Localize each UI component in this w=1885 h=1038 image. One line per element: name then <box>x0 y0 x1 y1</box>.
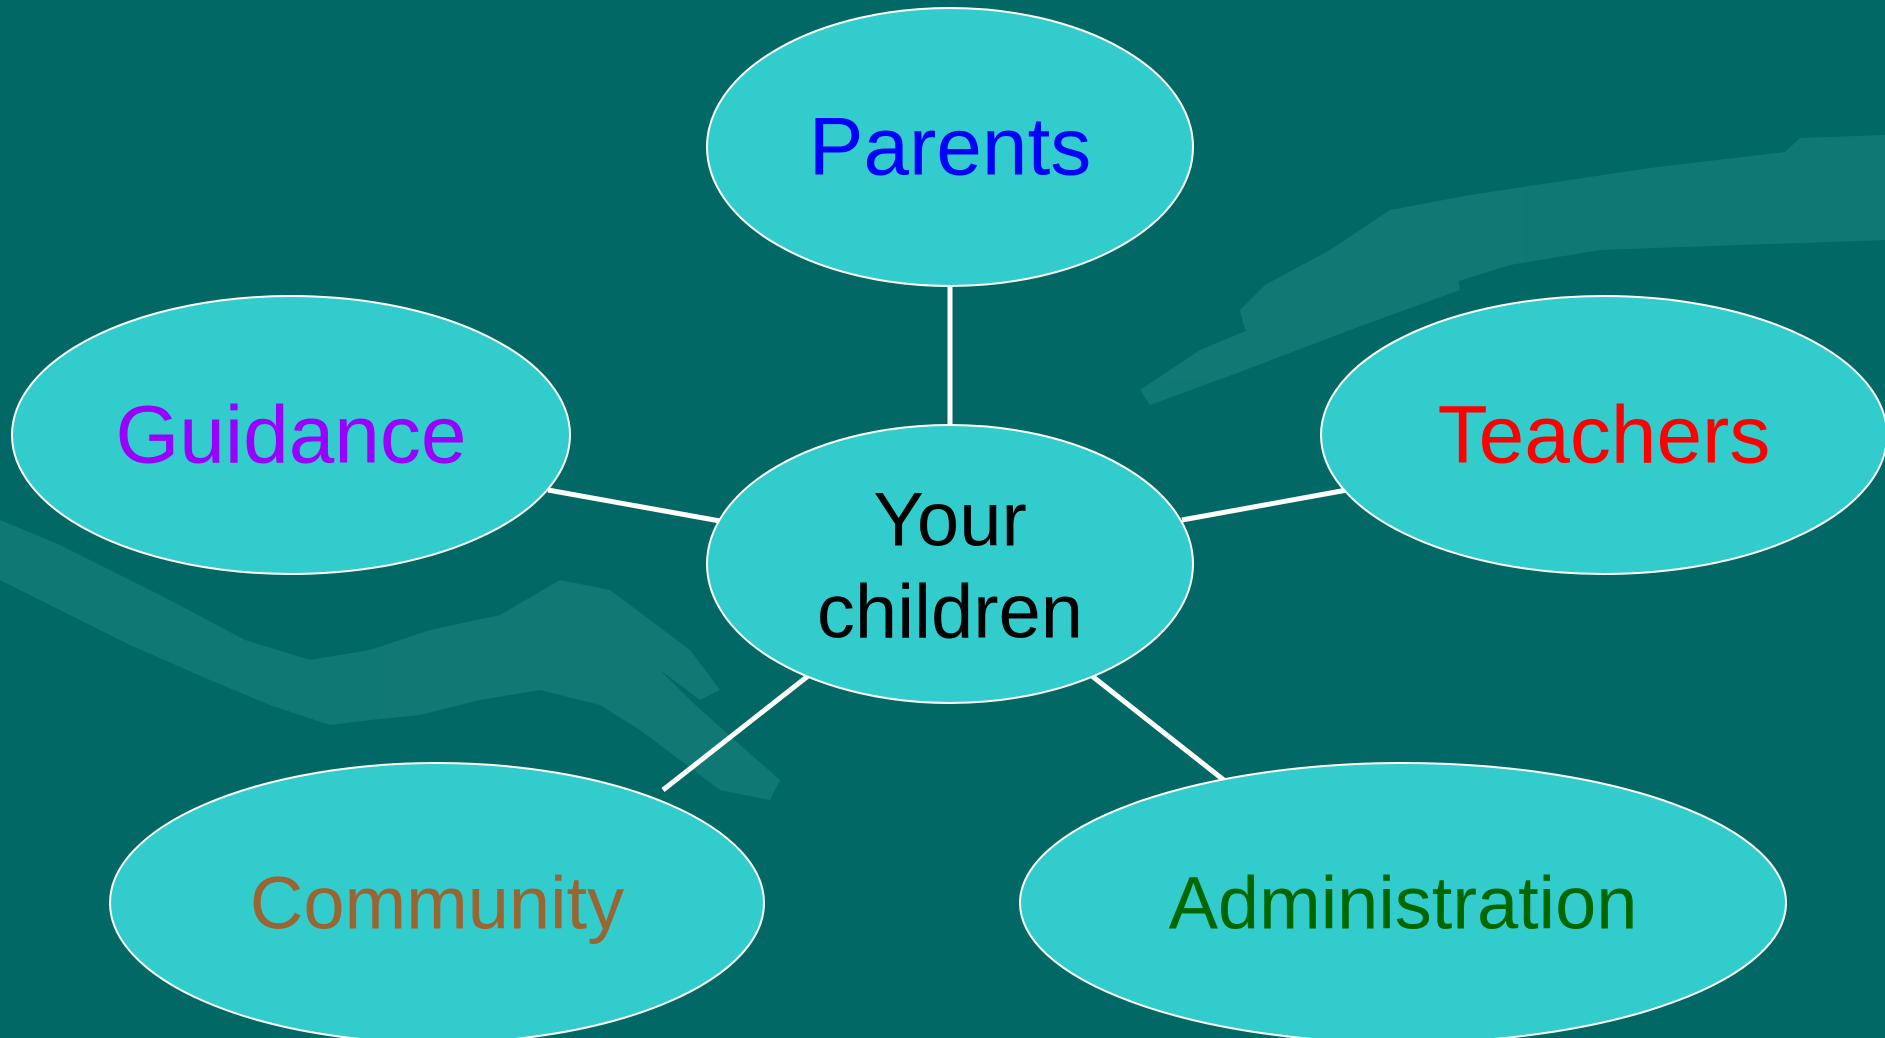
hands-watermark-decoration <box>0 135 1885 800</box>
node-administration: Administration <box>1019 762 1787 1038</box>
node-community: Community <box>109 762 765 1038</box>
connector-guidance <box>547 487 721 524</box>
node-guidance: Guidance <box>11 295 571 575</box>
node-administration-label: Administration <box>1169 862 1638 945</box>
node-community-label: Community <box>250 862 624 945</box>
node-guidance-label: Guidance <box>115 390 466 481</box>
node-center-line2: children <box>817 570 1083 655</box>
node-teachers-label: Teachers <box>1438 390 1771 481</box>
connectors <box>547 287 1348 792</box>
connector-teachers <box>1181 487 1348 523</box>
connector-administration <box>1090 674 1227 783</box>
node-center: Your children <box>706 424 1194 704</box>
node-center-line1: Your <box>873 478 1027 563</box>
node-parents: Parents <box>706 7 1194 287</box>
connector-community <box>661 674 810 792</box>
node-teachers: Teachers <box>1320 295 1885 575</box>
node-parents-label: Parents <box>809 102 1092 193</box>
